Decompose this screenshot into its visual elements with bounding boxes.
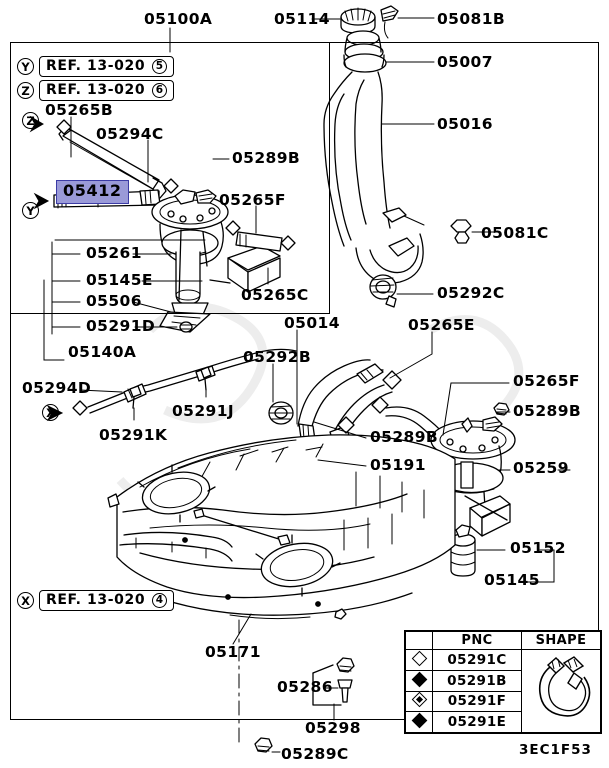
part-label-05265F-right[interactable]: 05265F [513,372,580,390]
part-label-05114[interactable]: 05114 [274,10,330,28]
hose-clamp-icon [538,656,591,717]
ref-index-y: 5 [152,58,168,74]
diamond-solid-icon-2 [411,712,427,729]
ref-pill-x[interactable]: REF. 13-020 4 [39,590,175,611]
ref-box-y[interactable]: Y REF. 13-020 5 [17,56,175,77]
part-label-05265E[interactable]: 05265E [408,316,475,334]
leader-lines [43,17,571,753]
legend-row-05291E: 05291E [405,711,601,733]
ref-text-x: REF. 13-020 [46,592,146,608]
flow-marker-x-ref: X [17,592,34,609]
part-label-05289C[interactable]: 05289C [281,745,349,763]
legend-pnc-3[interactable]: 05291E [432,711,522,733]
part-label-05291D[interactable]: 05291D [86,317,156,335]
part-label-05140A[interactable]: 05140A [68,343,137,361]
legend-symbol-double [405,690,433,713]
part-label-05171[interactable]: 05171 [205,643,261,661]
ref-pill-z[interactable]: REF. 13-020 6 [39,80,175,101]
legend-header-pnc: PNC [432,631,522,650]
part-label-05289B-top[interactable]: 05289B [232,149,301,167]
part-label-05014[interactable]: 05014 [284,314,340,332]
diamond-double-icon [411,692,427,708]
filler-neck-group [323,5,472,308]
part-label-05265F-top[interactable]: 05265F [219,191,286,209]
part-label-05289B-right[interactable]: 05289B [513,402,582,420]
legend-header-symbol [405,631,433,650]
legend-pnc-1[interactable]: 05291B [432,669,522,692]
fuel-pump-module [151,189,296,333]
inner-border-upper [10,42,330,314]
highlighted-part-05412[interactable]: 05412 [56,180,129,204]
part-label-05145E[interactable]: 05145E [86,271,153,289]
ref-box-x[interactable]: X REF. 13-020 4 [17,590,175,611]
part-label-05016[interactable]: 05016 [437,115,493,133]
part-label-05291K[interactable]: 05291K [99,426,168,444]
legend-pnc-0[interactable]: 05291C [432,649,522,671]
legend-header-shape: SHAPE [521,631,601,650]
part-label-05298[interactable]: 05298 [305,719,361,737]
ref-text-z: REF. 13-020 [46,82,146,98]
legend-row-05291B: 05291B [405,669,601,692]
ref-pill-y[interactable]: REF. 13-020 5 [39,56,175,77]
ref-text-y: REF. 13-020 [46,58,146,74]
bolt-nut-group [312,657,355,706]
flow-marker-y: Y [17,58,34,75]
part-label-05145[interactable]: 05145 [484,571,540,589]
part-label-05007[interactable]: 05007 [437,53,493,71]
part-label-05292B[interactable]: 05292B [243,348,312,366]
flow-marker-x-arrow: X [42,404,59,421]
part-label-05265B[interactable]: 05265B [45,101,114,119]
legend-shape-cell [521,649,601,733]
part-label-05291J[interactable]: 05291J [172,402,235,420]
part-label-05259[interactable]: 05259 [513,459,569,477]
flow-marker-z: Z [17,82,34,99]
part-label-05261[interactable]: 05261 [86,244,142,262]
legend-table: PNC SHAPE 05291C [404,630,602,734]
fuel-tank [107,434,456,620]
legend-symbol-open [405,649,433,671]
legend-row-05291C: 05291C [405,649,601,733]
part-label-05506[interactable]: 05506 [86,292,142,310]
part-label-05286[interactable]: 05286 [277,678,333,696]
part-label-05081C[interactable]: 05081C [481,224,549,242]
ref-index-z: 6 [152,82,168,98]
part-label-05100A[interactable]: 05100A [144,10,213,28]
flow-marker-y-arrow: Y [22,202,39,219]
part-label-05265C[interactable]: 05265C [241,286,309,304]
part-label-05294D[interactable]: 05294D [22,379,92,397]
bottom-bolt-group [238,619,273,753]
legend-symbol-solid [405,669,433,692]
diamond-open-icon [411,650,427,667]
legend-pnc-2[interactable]: 05291F [432,690,522,713]
part-label-05289B-mid[interactable]: 05289B [370,428,439,446]
ref-index-x: 4 [152,592,168,608]
sheet-code: 3EC1F53 [519,742,592,758]
ref-box-z[interactable]: Z REF. 13-020 6 [17,80,175,101]
legend-symbol-solid-2 [405,711,433,733]
diamond-solid-icon [411,671,427,687]
part-label-05191[interactable]: 05191 [370,456,426,474]
part-label-05294C[interactable]: 05294C [96,125,164,143]
part-label-05152[interactable]: 05152 [510,539,566,557]
part-label-05292C[interactable]: 05292C [437,284,505,302]
legend-header-row: PNC SHAPE [405,631,601,650]
part-label-05081B[interactable]: 05081B [437,10,506,28]
flow-marker-z-arrow: Z [22,112,39,129]
